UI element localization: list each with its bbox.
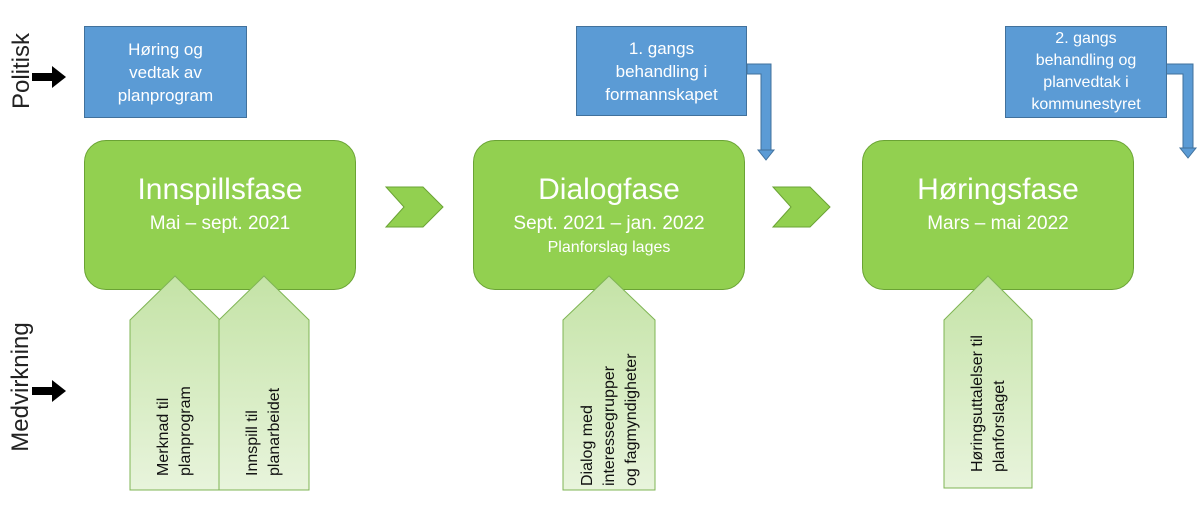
input-label-dialog: Dialog med interessegrupper og fagmyndig…	[579, 353, 640, 486]
political-box-formannskapet: 1. gangs behandling i formannskapet	[576, 26, 747, 116]
input-label-innspill: Innspill til planarbeidet	[244, 387, 283, 476]
input-arrow-dialog	[562, 275, 656, 491]
phase-date: Mars – mai 2022	[927, 213, 1069, 234]
phase-date: Sept. 2021 – jan. 2022	[513, 213, 705, 234]
phase-subtitle: Planforslag lages	[547, 239, 671, 256]
bent-arrow-formannskapet-icon	[746, 63, 776, 161]
phase-date: Mai – sept. 2021	[149, 213, 291, 234]
phase-dialogfase: Dialogfase Sept. 2021 – jan. 2022 Planfo…	[473, 140, 745, 290]
medvirkning-row-arrow-icon	[32, 380, 66, 402]
political-box-kommunestyret: 2. gangs behandling og planvedtak i komm…	[1005, 26, 1167, 118]
input-label-merknad: Merknad til planprogram	[155, 386, 194, 476]
chevron-right-icon	[771, 186, 831, 228]
phase-horingsfase: Høringsfase Mars – mai 2022	[862, 140, 1134, 290]
input-arrow-horing	[943, 275, 1033, 489]
phase-title: Innspillsfase	[137, 173, 303, 206]
row-label-politisk: Politisk	[8, 32, 35, 110]
row-label-medvirkning: Medvirkning	[7, 322, 34, 452]
politisk-row-arrow-icon	[32, 66, 66, 88]
input-label-horing: Høringsuttalelser til planforslaget	[969, 335, 1008, 472]
phase-innspillsfase: Innspillsfase Mai – sept. 2021	[84, 140, 356, 290]
phase-title: Høringsfase	[917, 173, 1079, 206]
political-box-planprogram: Høring og vedtak av planprogram	[84, 26, 247, 118]
bent-arrow-kommunestyret-icon	[1165, 63, 1198, 159]
phase-title: Dialogfase	[538, 173, 680, 206]
input-arrow-innspill	[218, 275, 310, 491]
chevron-right-icon	[384, 186, 444, 228]
